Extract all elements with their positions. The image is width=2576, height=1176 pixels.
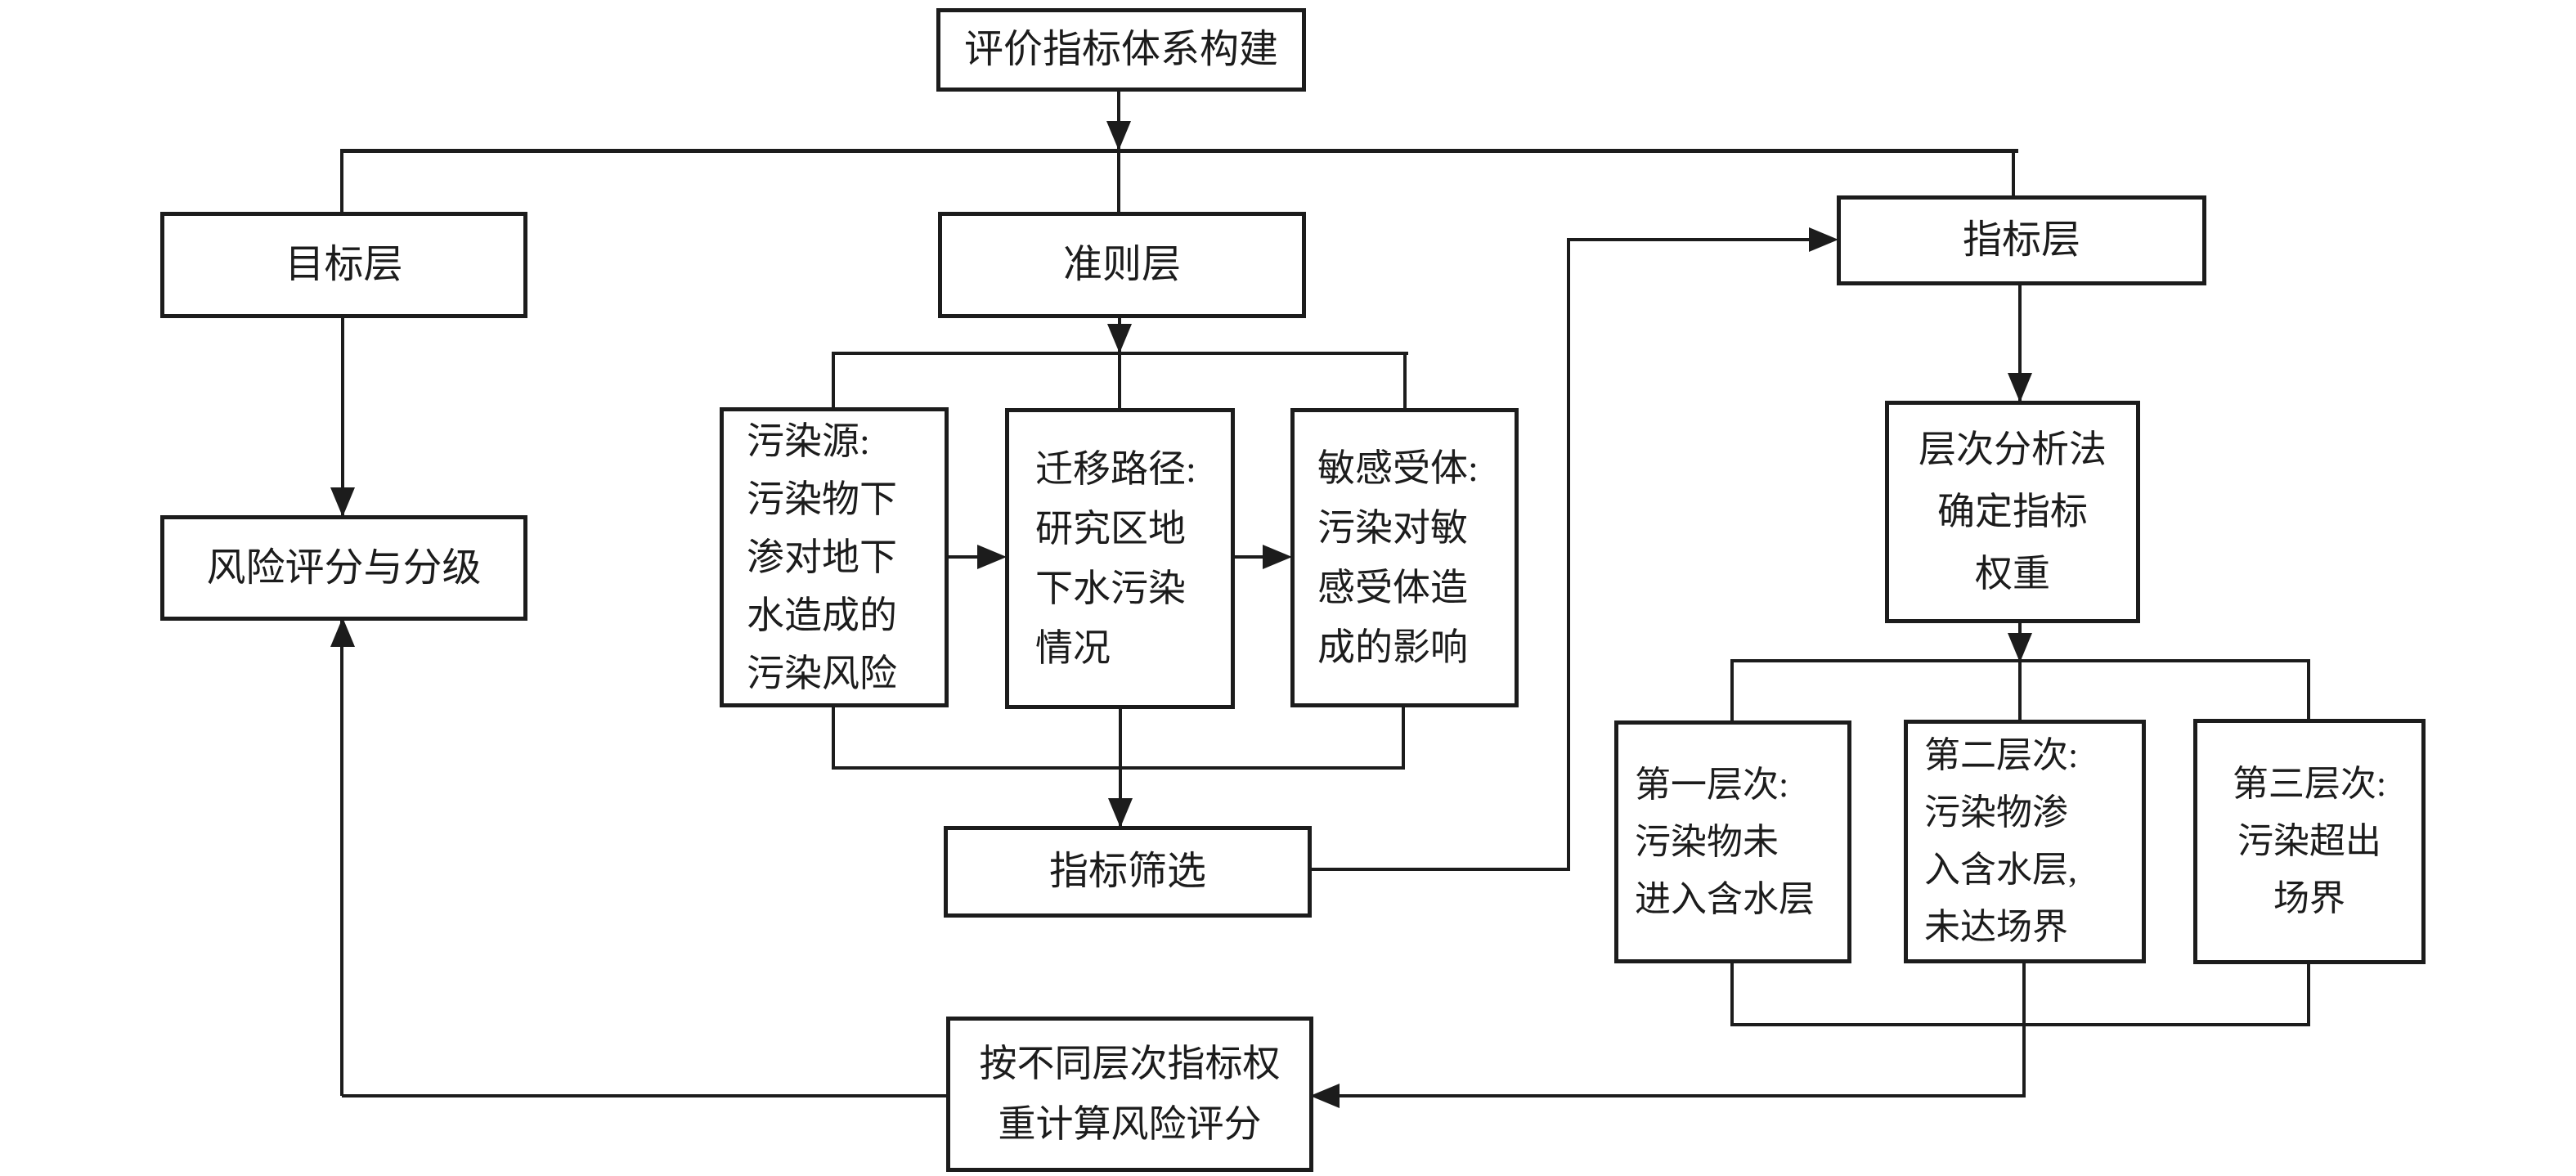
connector-bottom-left [342, 1094, 946, 1097]
arrowhead-goal-risk [330, 487, 355, 517]
connector-to-receptor [1403, 355, 1407, 410]
arrowhead-criterion-distrib [1107, 324, 1132, 353]
connector-collector4-drop [2022, 1026, 2026, 1096]
arrowhead-into-indicator [1809, 227, 1838, 252]
connector-feedback-riser [340, 619, 343, 1096]
node-pathway: 迁移路径: 研究区地 下水污染 情况 [1005, 408, 1235, 709]
connector-criterion-distributor [832, 352, 1408, 355]
connector-criterion-down [1118, 315, 1121, 410]
connector-layer1-collector [1730, 963, 1734, 1026]
connector-top-distributor [340, 149, 2018, 153]
connector-source-collector [832, 706, 835, 768]
connector-collector4 [1730, 1023, 2310, 1026]
node-bottom: 按不同层次指标权 重计算风险评分 [946, 1017, 1313, 1172]
connector-to-indicator [2012, 152, 2015, 197]
connector-collector2 [832, 766, 1405, 770]
arrowhead-ahp-distributor [2008, 633, 2032, 662]
connector-source-pathway [947, 555, 980, 559]
node-screening: 指标筛选 [944, 826, 1312, 918]
connector-goal-risk [341, 315, 344, 517]
connector-to-layer3 [2307, 662, 2310, 719]
node-criterion: 准则层 [938, 212, 1306, 318]
connector-pathway-receptor [1233, 555, 1264, 559]
connector-to-goal [340, 152, 343, 213]
node-receptor: 敏感受体: 污染对敏 感受体造 成的影响 [1290, 408, 1519, 707]
arrowhead-source-pathway [977, 545, 1007, 569]
node-layer1: 第一层次: 污染物未 进入含水层 [1614, 720, 1851, 963]
arrowhead-feedback-risk [330, 617, 355, 647]
node-layer2: 第二层次: 污染物渗 入含水层, 未达场界 [1904, 720, 2146, 963]
node-indicator: 指标层 [1837, 195, 2206, 285]
connector-pathway-screening [1119, 707, 1122, 828]
connector-to-bottom-box [1340, 1094, 2026, 1097]
node-system: 评价指标体系构建 [936, 8, 1306, 92]
connector-ahp-down [2018, 622, 2022, 720]
connector-layer3-collector [2307, 963, 2310, 1026]
arrowhead-into-bottom-box [1310, 1084, 1340, 1108]
connector-to-layer1 [1730, 662, 1734, 720]
node-risk: 风险评分与分级 [160, 515, 527, 621]
node-layer3: 第三层次: 污染超出 场界 [2193, 719, 2426, 964]
node-goal: 目标层 [160, 212, 527, 318]
arrowhead-into-screening [1108, 798, 1133, 828]
connector-to-source [832, 355, 835, 409]
connector-screening-right [1310, 868, 1570, 871]
connector-layer2-collector [2022, 963, 2026, 1026]
node-ahp: 层次分析法 确定指标 权重 [1885, 401, 2140, 623]
connector-riser-indicator [1567, 238, 1811, 241]
arrowhead-into-ahp [2008, 373, 2032, 402]
node-source: 污染源: 污染物下 渗对地下 水造成的 污染风险 [720, 407, 949, 707]
connector-riser-up [1567, 240, 1570, 871]
arrowhead-pathway-receptor [1263, 545, 1292, 569]
connector-receptor-collector [1402, 706, 1405, 768]
connector-indicator-ahp [2018, 284, 2022, 401]
arrowhead-system-distributor [1106, 121, 1131, 150]
